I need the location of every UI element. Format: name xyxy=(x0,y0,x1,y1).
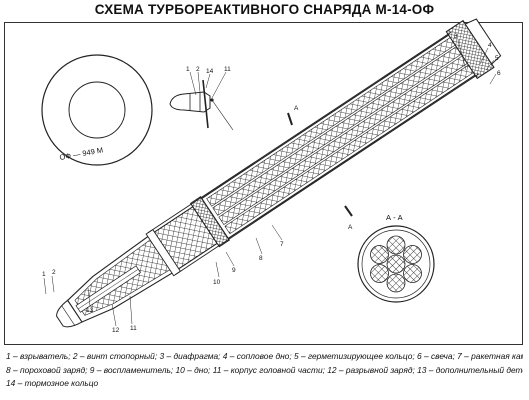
cross-section-a-a: А - А xyxy=(357,213,435,303)
callout-8: 8 xyxy=(259,255,263,262)
callout-2: 2 xyxy=(52,269,56,276)
detail-callout-2: 2 xyxy=(196,66,200,73)
callout-9: 9 xyxy=(232,267,236,274)
diagram-title: СХЕМА ТУРБОРЕАКТИВНОГО СНАРЯДА М-14-ОФ xyxy=(94,2,435,17)
detail-callout-1: 1 xyxy=(186,66,190,73)
callout-1: 1 xyxy=(42,271,46,278)
callout-3: 3 xyxy=(454,33,458,40)
fuze-detail: 1 2 14 11 xyxy=(169,66,234,131)
callout-12: 12 xyxy=(112,327,120,334)
detail-callout-11: 11 xyxy=(224,66,231,73)
section-mark-bottom: А xyxy=(348,224,353,231)
callout-4: 4 xyxy=(488,42,492,49)
legend-line-1: 1 – взрыватель; 2 – винт стопорный; 3 – … xyxy=(6,351,523,361)
diagram-frame xyxy=(4,22,523,345)
section-label: А - А xyxy=(386,213,403,222)
detail-callout-14: 14 xyxy=(206,68,214,75)
section-mark-top: А xyxy=(294,105,299,112)
callout-10: 10 xyxy=(213,279,221,286)
legend: 1 – взрыватель; 2 – винт стопорный; 3 – … xyxy=(6,350,523,391)
callout-13: 13 xyxy=(86,307,94,314)
legend-line-3: 14 – тормозное кольцо xyxy=(6,378,99,389)
base-end-view: ОФ — 949 М xyxy=(41,54,153,166)
callout-7: 7 xyxy=(280,241,284,248)
callout-5: 5 xyxy=(495,55,499,62)
section-marks: А А xyxy=(287,105,353,231)
legend-line-2: 8 – пороховой заряд; 9 – воспламенитель;… xyxy=(6,364,523,375)
callout-numbers: 3 4 5 6 7 8 9 10 11 12 13 1 2 xyxy=(42,33,501,334)
callout-6: 6 xyxy=(497,70,501,77)
callout-11: 11 xyxy=(130,325,137,332)
leader-lines xyxy=(43,39,497,327)
projectile-body xyxy=(56,18,502,328)
